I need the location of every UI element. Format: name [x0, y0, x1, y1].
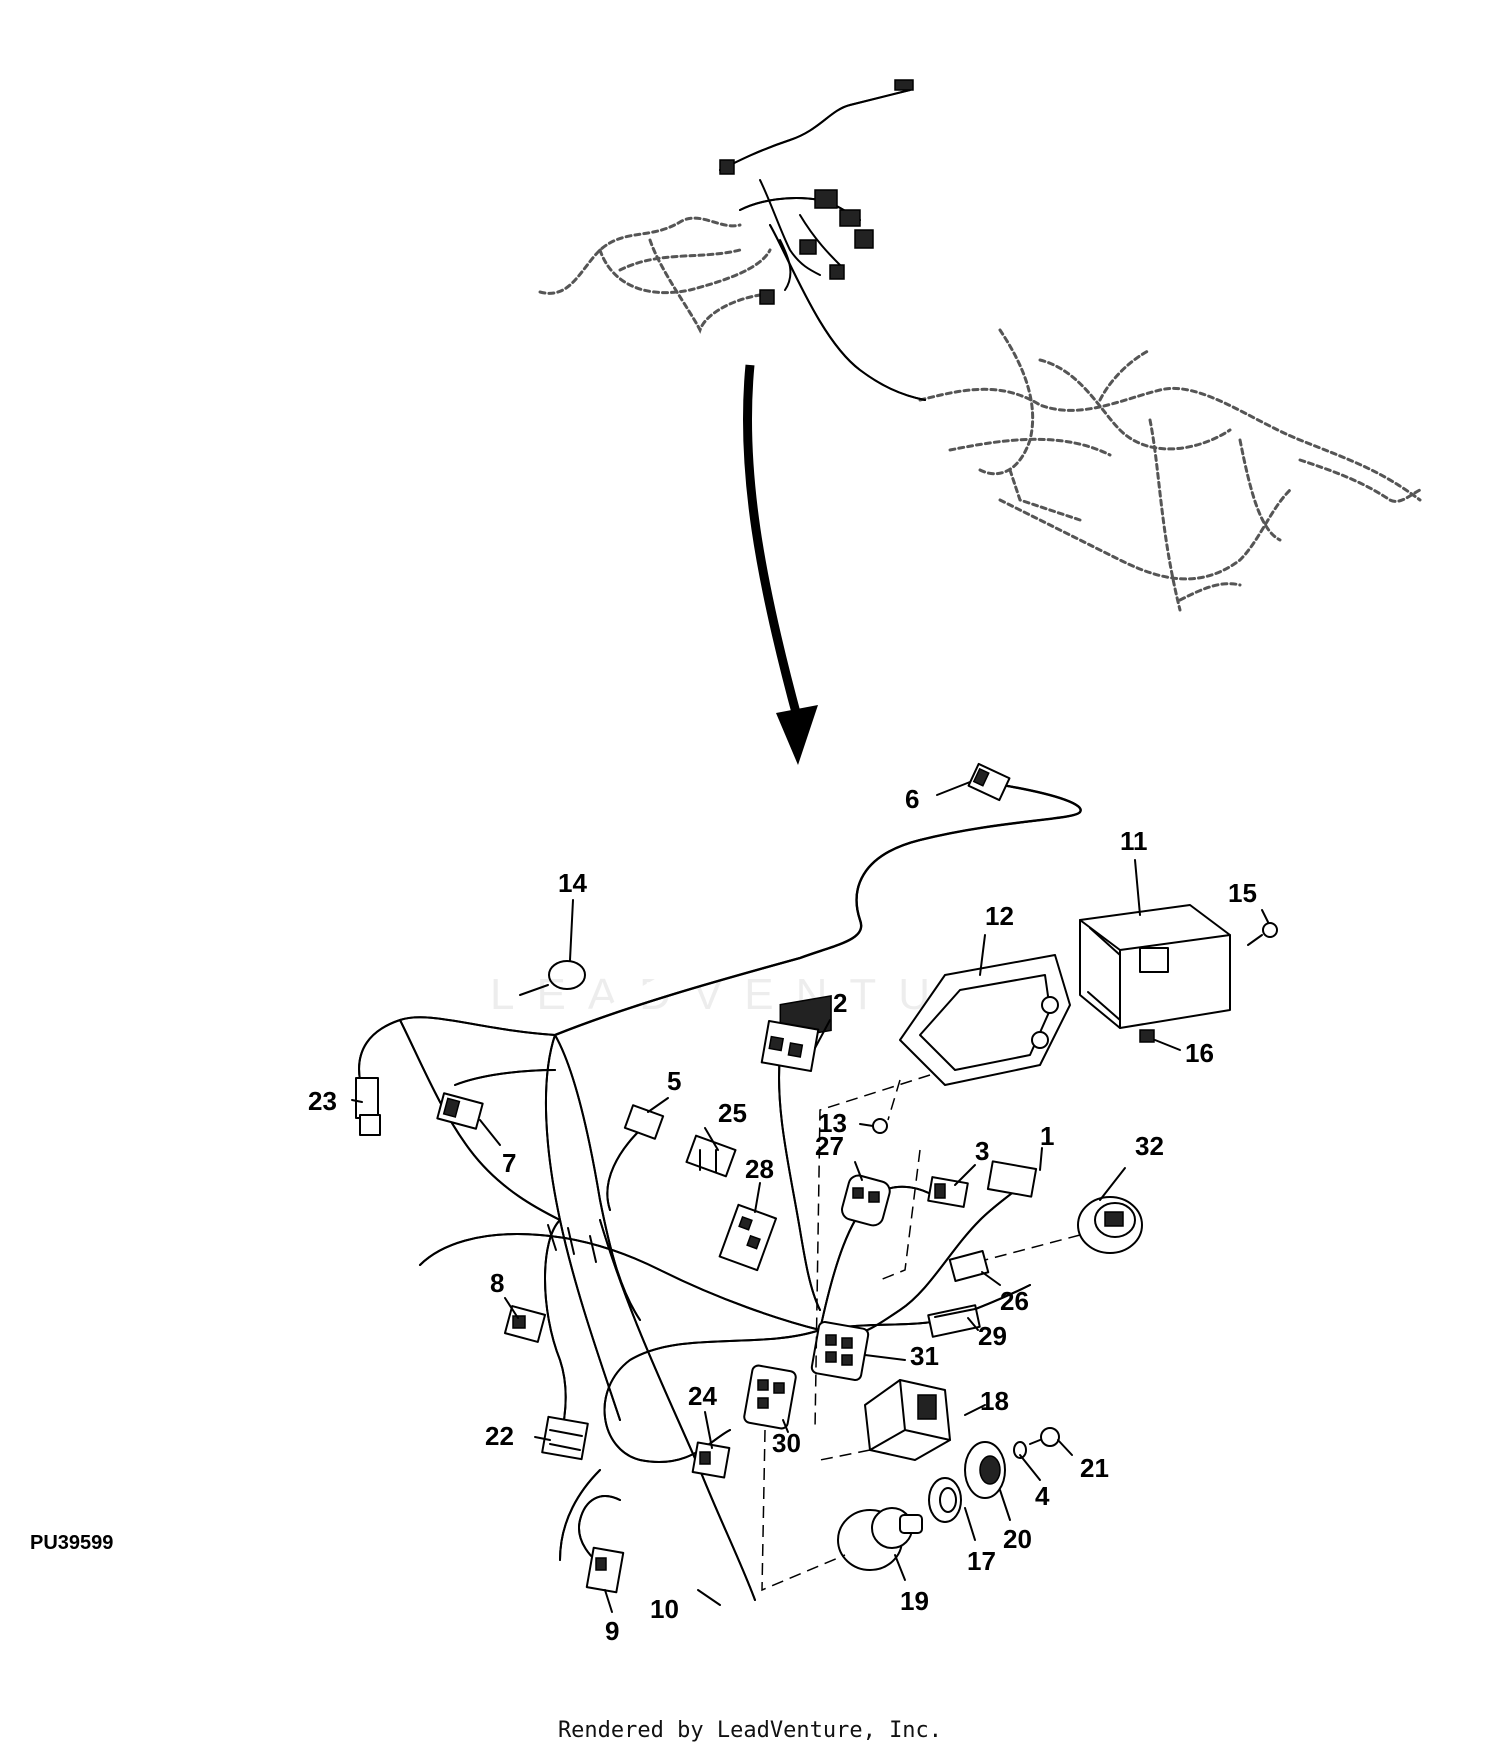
footer-credit: Rendered by LeadVenture, Inc. — [557, 1718, 943, 1743]
connector-31 — [810, 1321, 870, 1381]
connector-3 — [927, 1176, 969, 1208]
callouts: 1 2 3 4 5 6 7 8 9 10 11 12 13 14 15 16 1… — [308, 784, 1257, 1646]
callout-11: 11 — [1120, 826, 1148, 856]
connector-29 — [927, 1304, 981, 1338]
connector-8 — [503, 1305, 547, 1343]
connector-28 — [718, 1203, 778, 1272]
ignition-switch-19 — [837, 1507, 923, 1571]
callout-2: 2 — [833, 988, 847, 1018]
connector-27 — [841, 1174, 891, 1227]
connector-23 — [355, 1077, 381, 1136]
callout-5: 5 — [667, 1066, 681, 1096]
callout-9: 9 — [605, 1616, 619, 1646]
callout-20: 20 — [1003, 1524, 1032, 1554]
washer-4 — [1013, 1441, 1027, 1459]
callout-4: 4 — [1035, 1481, 1050, 1511]
clip-16 — [1139, 1029, 1155, 1043]
callout-17: 17 — [967, 1546, 996, 1576]
leader-lines — [351, 781, 1269, 1613]
callout-31: 31 — [910, 1341, 939, 1371]
callout-21: 21 — [1080, 1453, 1109, 1483]
callout-32: 32 — [1135, 1131, 1164, 1161]
connector-25 — [685, 1134, 737, 1178]
connector-2 — [760, 1019, 820, 1073]
callout-7: 7 — [502, 1148, 516, 1178]
callout-14: 14 — [558, 868, 587, 898]
callout-18: 18 — [980, 1386, 1009, 1416]
connector-5 — [623, 1104, 665, 1140]
nut-13 — [872, 1118, 888, 1134]
switch-18 — [864, 1379, 951, 1461]
connector-1 — [986, 1160, 1038, 1198]
callout-16: 16 — [1185, 1038, 1214, 1068]
connector-30 — [743, 1364, 797, 1430]
callout-22: 22 — [485, 1421, 514, 1451]
callout-26: 26 — [1000, 1286, 1029, 1316]
connector-9 — [585, 1546, 625, 1594]
callout-19: 19 — [900, 1586, 929, 1616]
callout-23: 23 — [308, 1086, 337, 1116]
callout-25: 25 — [718, 1098, 747, 1128]
connector-24 — [691, 1441, 731, 1479]
detail-harness — [358, 783, 1082, 1601]
washer-17 — [928, 1477, 962, 1523]
callout-1: 1 — [1040, 1121, 1054, 1151]
callout-3: 3 — [975, 1136, 989, 1166]
screw-21 — [1029, 1427, 1060, 1447]
screw-15 — [1247, 922, 1278, 946]
callout-27: 27 — [815, 1131, 844, 1161]
components — [355, 762, 1278, 1594]
callout-15: 15 — [1228, 878, 1257, 908]
callout-13: 13 — [818, 1108, 847, 1138]
callout-30: 30 — [772, 1428, 801, 1458]
display-12 — [779, 954, 1071, 1086]
connector-22 — [541, 1415, 589, 1461]
callout-8: 8 — [490, 1268, 504, 1298]
connector-6 — [967, 762, 1011, 802]
callout-29: 29 — [978, 1321, 1007, 1351]
callout-6: 6 — [905, 784, 919, 814]
power-outlet-32 — [1077, 1196, 1143, 1254]
callout-12: 12 — [985, 901, 1014, 931]
connector-7 — [436, 1092, 484, 1130]
control-module-11 — [1079, 904, 1231, 1029]
bezel-20 — [964, 1441, 1006, 1499]
assembly-lines — [761, 1074, 1081, 1592]
detail-arrow — [742, 364, 818, 765]
connector-26 — [948, 1249, 990, 1283]
diagram-id-label: PU39599 — [30, 1532, 114, 1554]
callout-28: 28 — [745, 1154, 774, 1184]
callout-10: 10 — [650, 1594, 679, 1624]
overview-harness — [538, 79, 1422, 612]
cable-tie-14 — [519, 960, 586, 996]
callout-24: 24 — [688, 1381, 717, 1411]
